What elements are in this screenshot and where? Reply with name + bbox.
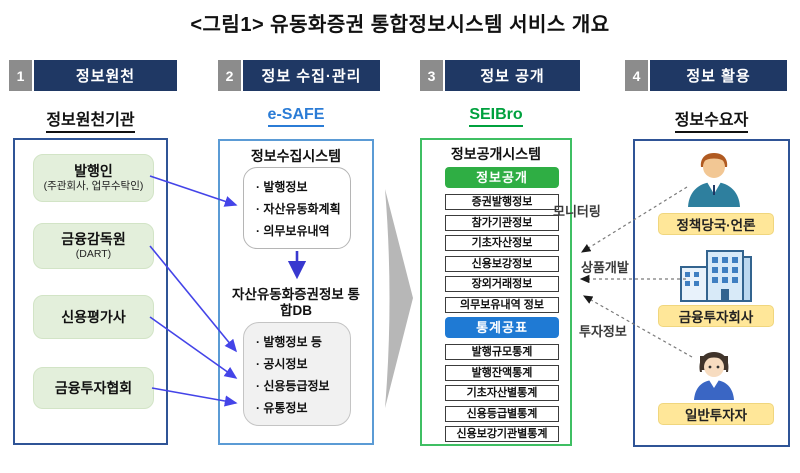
collect-system-title: 정보수집시스템 bbox=[250, 148, 342, 164]
list-item: 신용등급별통계 bbox=[445, 405, 559, 422]
big-flow-arrow bbox=[385, 189, 413, 408]
source-kofia: 금융투자협회 bbox=[33, 367, 154, 409]
list-item: · 발행정보 등 bbox=[256, 335, 322, 349]
list-item: 의무보유내역 정보 bbox=[445, 296, 559, 313]
list-item: · 자산유동화계획 bbox=[256, 202, 341, 216]
db-items-box: · 발행정보 등 · 공시정보 · 신용등급정보 · 유통정보 bbox=[243, 322, 351, 426]
subtitle-seibro: SEIBro bbox=[420, 106, 572, 127]
list-item: · 공시정보 bbox=[256, 357, 308, 371]
stats-header: 통계공표 bbox=[445, 317, 559, 338]
list-item: · 의무보유내역 bbox=[256, 224, 330, 238]
subtitle-source-org: 정보원천기관 bbox=[13, 106, 168, 133]
step-label: 정보 수집·관리 bbox=[243, 60, 380, 91]
consumer-investment-firm: 금융투자회사 bbox=[658, 305, 774, 327]
flow-label-monitoring: 모니터링 bbox=[553, 204, 601, 219]
disclosure-system-title: 정보공개시스템 bbox=[450, 146, 542, 162]
step-header-4: 4 정보 활용 bbox=[625, 60, 787, 91]
step-label: 정보 공개 bbox=[445, 60, 580, 91]
list-item: 기초자산별통계 bbox=[445, 385, 559, 401]
source-rating-agency: 신용평가사 bbox=[33, 295, 154, 339]
esafe-panel: 정보수집시스템 · 발행정보 · 자산유동화계획 · 의무보유내역 자산유동화증… bbox=[218, 139, 374, 445]
flow-label-product-dev: 상품개발 bbox=[581, 260, 629, 275]
step-header-3: 3 정보 공개 bbox=[420, 60, 580, 91]
disclosure-stack: 정보공개 증권발행정보 참가기관정보 기초자산정보 신용보강정보 장외거래정보 … bbox=[445, 167, 559, 447]
list-item: 발행잔액통계 bbox=[445, 364, 559, 381]
building-icon bbox=[673, 247, 755, 310]
consumer-panel: 정책당국·언론 금융투자회사 bbox=[633, 139, 790, 447]
list-item: 신용보강정보 bbox=[445, 255, 559, 272]
flow-label-investment-info: 투자정보 bbox=[579, 324, 627, 339]
db-title: 자산유동화증권정보 통합DB bbox=[232, 287, 360, 319]
step-number: 3 bbox=[420, 60, 443, 91]
investor-icon bbox=[688, 350, 740, 407]
step-number: 4 bbox=[625, 60, 648, 91]
list-item: · 발행정보 bbox=[256, 180, 308, 194]
step-number: 1 bbox=[9, 60, 32, 91]
list-item: · 신용등급정보 bbox=[256, 379, 330, 393]
list-item: 증권발행정보 bbox=[445, 194, 559, 210]
consumer-retail-investor: 일반투자자 bbox=[658, 403, 774, 425]
subtitle-consumers: 정보수요자 bbox=[633, 106, 790, 133]
businessman-icon bbox=[684, 149, 744, 216]
list-item: · 유통정보 bbox=[256, 401, 308, 415]
list-item: 발행규모통계 bbox=[445, 344, 559, 360]
source-issuer: 발행인 (주관회사, 업무수탁인) bbox=[33, 154, 154, 202]
disclosure-header: 정보공개 bbox=[445, 167, 559, 188]
list-item: 참가기관정보 bbox=[445, 214, 559, 231]
list-item: 기초자산정보 bbox=[445, 235, 559, 251]
source-fss: 금융감독원 (DART) bbox=[33, 223, 154, 269]
figure-title: <그림1> 유동화증권 통합정보시스템 서비스 개요 bbox=[190, 14, 610, 36]
subtitle-esafe: e-SAFE bbox=[218, 106, 374, 127]
collect-items-box: · 발행정보 · 자산유동화계획 · 의무보유내역 bbox=[243, 167, 351, 249]
step-label: 정보원천 bbox=[34, 60, 177, 91]
source-panel: 발행인 (주관회사, 업무수탁인) 금융감독원 (DART) 신용평가사 금융투… bbox=[13, 138, 168, 445]
list-item: 장외거래정보 bbox=[445, 276, 559, 292]
seibro-panel: 정보공개시스템 정보공개 증권발행정보 참가기관정보 기초자산정보 신용보강정보… bbox=[420, 138, 572, 446]
step-header-1: 1 정보원천 bbox=[9, 60, 177, 91]
list-item: 신용보강기관별통계 bbox=[445, 426, 559, 442]
step-number: 2 bbox=[218, 60, 241, 91]
step-header-2: 2 정보 수집·관리 bbox=[218, 60, 380, 91]
consumer-policy-media: 정책당국·언론 bbox=[658, 213, 774, 235]
step-label: 정보 활용 bbox=[650, 60, 787, 91]
